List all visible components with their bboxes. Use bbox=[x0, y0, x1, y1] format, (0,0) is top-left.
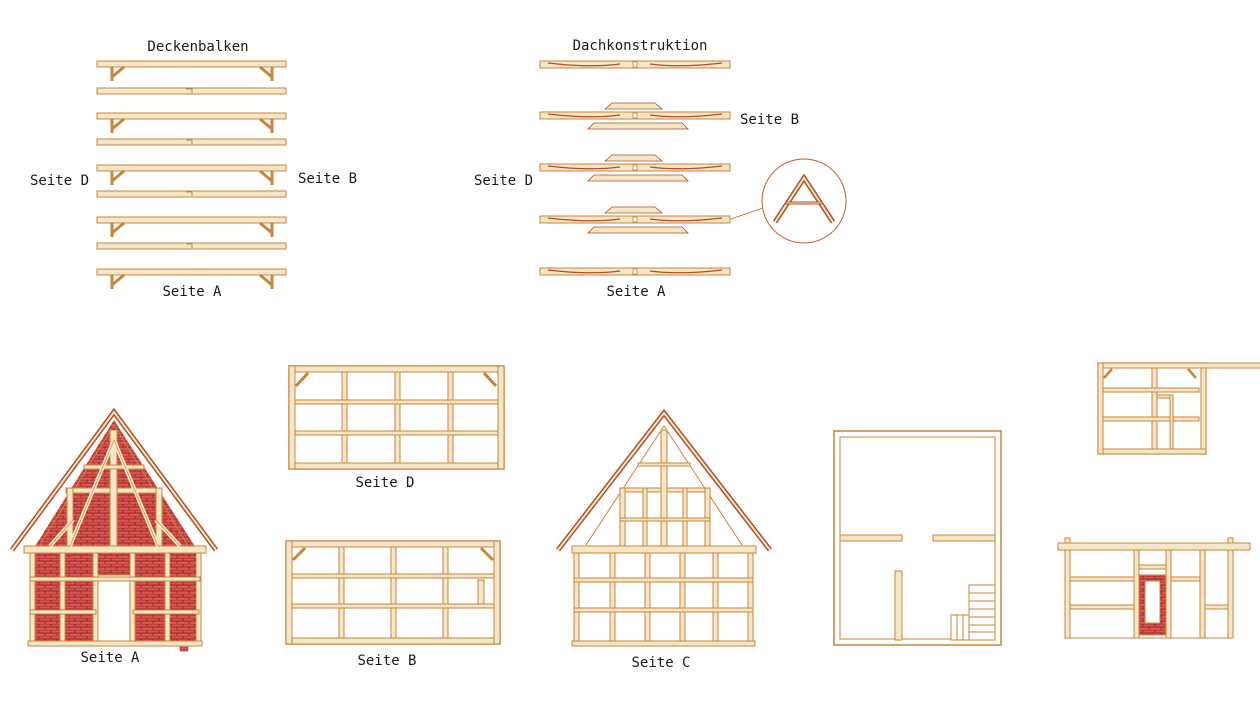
wall-seite-d-label: Seite D bbox=[355, 475, 414, 491]
deckenbalken-plan: Deckenbalken Seite D Seite B Seite A bbox=[30, 39, 357, 300]
roof-beam bbox=[539, 206, 731, 234]
ceiling-beam bbox=[96, 138, 287, 146]
roof-beams bbox=[539, 60, 731, 276]
deckenbalken-seite-b-label: Seite B bbox=[298, 171, 357, 187]
roof-beam bbox=[539, 60, 731, 69]
interior-section bbox=[833, 430, 1002, 646]
dachkonstruktion-seite-b-label: Seite B bbox=[740, 112, 799, 128]
wall-seite-c-label: Seite C bbox=[631, 655, 690, 671]
ceiling-beam bbox=[96, 60, 287, 81]
dachkonstruktion-seite-a-label: Seite A bbox=[606, 284, 666, 300]
extension-upper-elevation bbox=[1097, 362, 1260, 455]
ceiling-beam bbox=[96, 242, 287, 250]
deckenbalken-seite-a-label: Seite A bbox=[162, 284, 222, 300]
deckenbalken-seite-d-label: Seite D bbox=[30, 173, 89, 189]
ceiling-beams bbox=[96, 60, 287, 289]
ceiling-beam bbox=[96, 112, 287, 133]
wall-seite-a-label: Seite A bbox=[80, 650, 140, 666]
deckenbalken-title: Deckenbalken bbox=[147, 39, 248, 55]
ceiling-beam bbox=[96, 190, 287, 198]
wall-seite-d-elevation: Seite D bbox=[288, 365, 505, 491]
roof-beam bbox=[539, 102, 731, 130]
ceiling-beam bbox=[96, 216, 287, 237]
wall-seite-b-label: Seite B bbox=[357, 653, 416, 669]
extension-lower-elevation bbox=[1057, 537, 1251, 639]
wall-seite-a-elevation: Seite A bbox=[9, 407, 219, 666]
roof-beam bbox=[539, 154, 731, 182]
dachkonstruktion-title: Dachkonstruktion bbox=[573, 38, 708, 54]
wall-seite-b-elevation: Seite B bbox=[285, 540, 501, 669]
dachkonstruktion-plan: Dachkonstruktion Seite B Seite D Seite A bbox=[474, 38, 847, 300]
wall-seite-c-elevation: Seite C bbox=[556, 408, 772, 671]
rafter-detail-callout bbox=[730, 158, 847, 244]
stair bbox=[950, 584, 996, 641]
ceiling-beam bbox=[96, 164, 287, 185]
ceiling-beam bbox=[96, 87, 287, 95]
ceiling-beam bbox=[96, 268, 287, 289]
roof-beam bbox=[539, 267, 731, 276]
dachkonstruktion-seite-d-label: Seite D bbox=[474, 173, 533, 189]
